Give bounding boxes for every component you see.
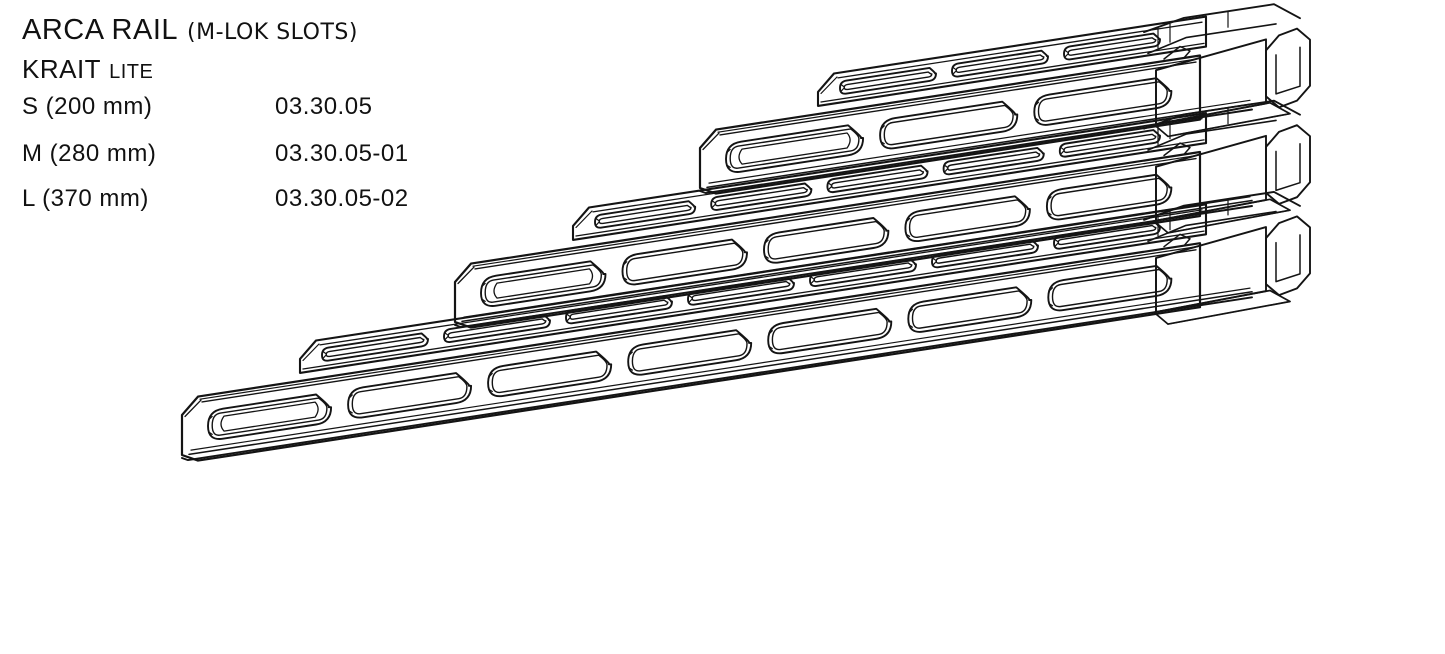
- product-family-line: KRAIT LITE: [22, 54, 153, 85]
- front-face: [180, 242, 1202, 462]
- title-qualifier: (M-LOK SLOTS): [187, 20, 358, 45]
- top-face: [571, 112, 1208, 241]
- mlok-slot: [710, 182, 813, 211]
- mlok-slot: [594, 200, 697, 229]
- mlok-slot: [904, 195, 1031, 243]
- mlok-slot: [1053, 220, 1161, 250]
- mlok-slot: [487, 350, 613, 398]
- end-block: [1143, 3, 1311, 138]
- arca-dovetail-edge: [181, 287, 1253, 462]
- mlok-slot: [621, 238, 748, 286]
- product-variant: LITE: [109, 61, 154, 83]
- front-face: [453, 150, 1202, 329]
- part-number-s: 03.30.05: [275, 93, 373, 120]
- mlok-slot: [443, 313, 551, 343]
- mlok-slot: [347, 372, 473, 419]
- legend-block: ARCA RAIL (M-LOK SLOTS) KRAIT LITE S (200 …: [0, 0, 560, 230]
- product-family: KRAIT: [22, 54, 102, 84]
- mlok-slot: [1047, 264, 1173, 312]
- mlok-slot: [767, 307, 893, 355]
- mlok-slot: [942, 146, 1045, 176]
- end-block: [1143, 190, 1311, 325]
- page-title: ARCA RAIL (M-LOK SLOTS): [22, 14, 358, 47]
- mlok-slot: [480, 260, 607, 307]
- top-face: [816, 15, 1208, 107]
- arca-dovetail-edge: [699, 99, 1253, 195]
- mlok-slot: [951, 49, 1049, 78]
- size-label-s: S (200 mm): [22, 93, 153, 120]
- mlok-slot: [763, 217, 890, 264]
- mlok-slot: [809, 257, 917, 287]
- mlok-slot: [931, 239, 1039, 269]
- mlok-slot: [1033, 77, 1173, 126]
- mlok-slot: [207, 393, 333, 440]
- mlok-slot: [826, 164, 929, 194]
- mlok-slot: [839, 66, 937, 95]
- size-label-m: M (280 mm): [22, 140, 157, 167]
- mlok-slot: [321, 332, 429, 362]
- rail-l: [180, 190, 1311, 462]
- size-label-l: L (370 mm): [22, 185, 149, 212]
- mlok-slot: [725, 124, 865, 173]
- part-number-m: 03.30.05-01: [275, 140, 409, 167]
- rail-m: [453, 99, 1311, 329]
- mlok-slot: [907, 286, 1033, 333]
- mlok-slot: [1058, 129, 1161, 158]
- mlok-slot: [627, 329, 753, 376]
- mlok-slot: [879, 100, 1019, 150]
- title-primary: ARCA RAIL: [22, 14, 178, 46]
- mlok-slot: [565, 295, 673, 325]
- mlok-slot: [687, 276, 795, 306]
- top-face: [298, 203, 1208, 374]
- part-number-l: 03.30.05-02: [275, 185, 409, 212]
- mlok-slot: [1063, 32, 1161, 61]
